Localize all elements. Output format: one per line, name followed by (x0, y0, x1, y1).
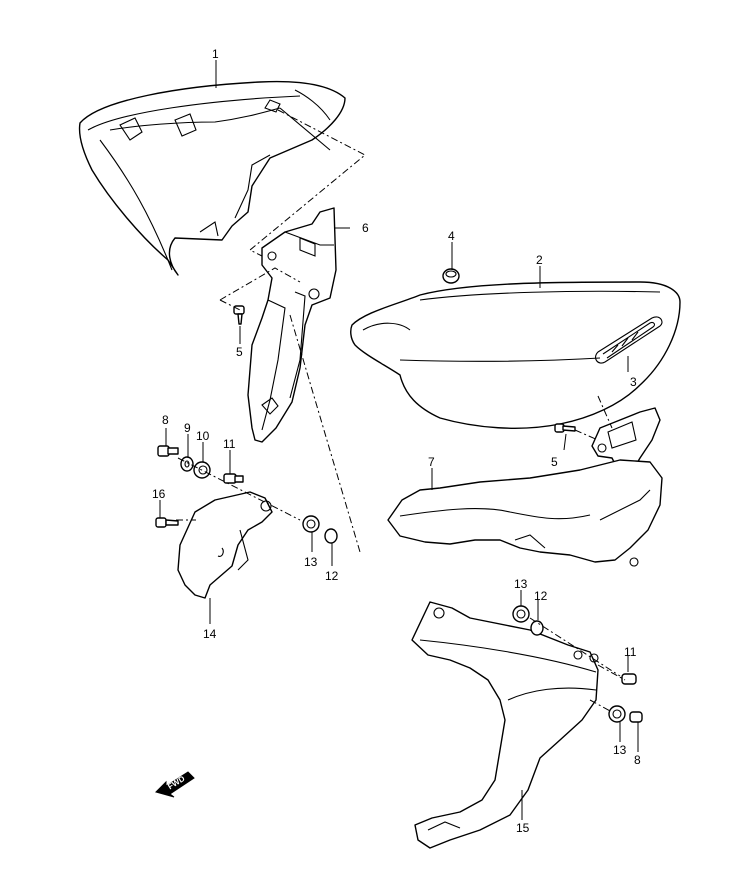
part-2-side-cover (350, 281, 681, 429)
label-3: 3 (630, 375, 637, 389)
grommet-13-right (608, 705, 626, 723)
collar-11-lower (621, 673, 637, 685)
screw-5-upper (233, 305, 245, 325)
label-5-lower: 5 (551, 455, 558, 469)
label-5-upper: 5 (236, 345, 243, 359)
bolt-8-upper (157, 445, 179, 457)
leader-lines (159, 60, 639, 820)
label-8-upper: 8 (162, 413, 169, 427)
label-14: 14 (203, 627, 217, 641)
bolt-8-lower (629, 711, 643, 723)
screw-5-lower (554, 423, 576, 433)
label-8-lower: 8 (634, 753, 641, 767)
assembly-lines (176, 109, 626, 713)
label-9: 9 (184, 421, 191, 435)
label-2: 2 (536, 253, 543, 267)
label-11-lower: 11 (624, 645, 637, 659)
label-10: 10 (196, 429, 210, 443)
part-14-cover (177, 491, 273, 599)
label-13-lower: 13 (514, 577, 528, 591)
collar-12-upper (324, 528, 338, 544)
label-11-upper: 11 (223, 437, 236, 451)
forward-arrow-icon: FWD (155, 771, 195, 798)
part-labels: 1 4 2 6 5 3 5 7 8 9 10 11 16 14 13 12 13… (152, 47, 641, 835)
label-12-upper: 12 (325, 569, 339, 583)
part-15-guard (411, 601, 599, 849)
label-15: 15 (516, 821, 530, 835)
part-6-bracket (247, 207, 337, 443)
washer-9 (180, 456, 194, 472)
label-7: 7 (428, 455, 435, 469)
label-1: 1 (212, 47, 219, 61)
label-4: 4 (448, 229, 455, 243)
label-6: 6 (362, 221, 369, 235)
label-16: 16 (152, 487, 166, 501)
collar-12-lower (530, 620, 544, 636)
label-12-lower: 12 (534, 589, 548, 603)
part-7-lower-cover (387, 459, 663, 567)
label-13-upper: 13 (304, 555, 318, 569)
grommet-13-lower (512, 605, 530, 623)
label-13-right: 13 (613, 743, 627, 757)
collar-11-upper (223, 473, 244, 484)
part-4-grommet (442, 268, 460, 284)
part-1-cover (78, 80, 346, 276)
screw-16 (155, 517, 179, 528)
grommet-13-upper (302, 515, 320, 533)
